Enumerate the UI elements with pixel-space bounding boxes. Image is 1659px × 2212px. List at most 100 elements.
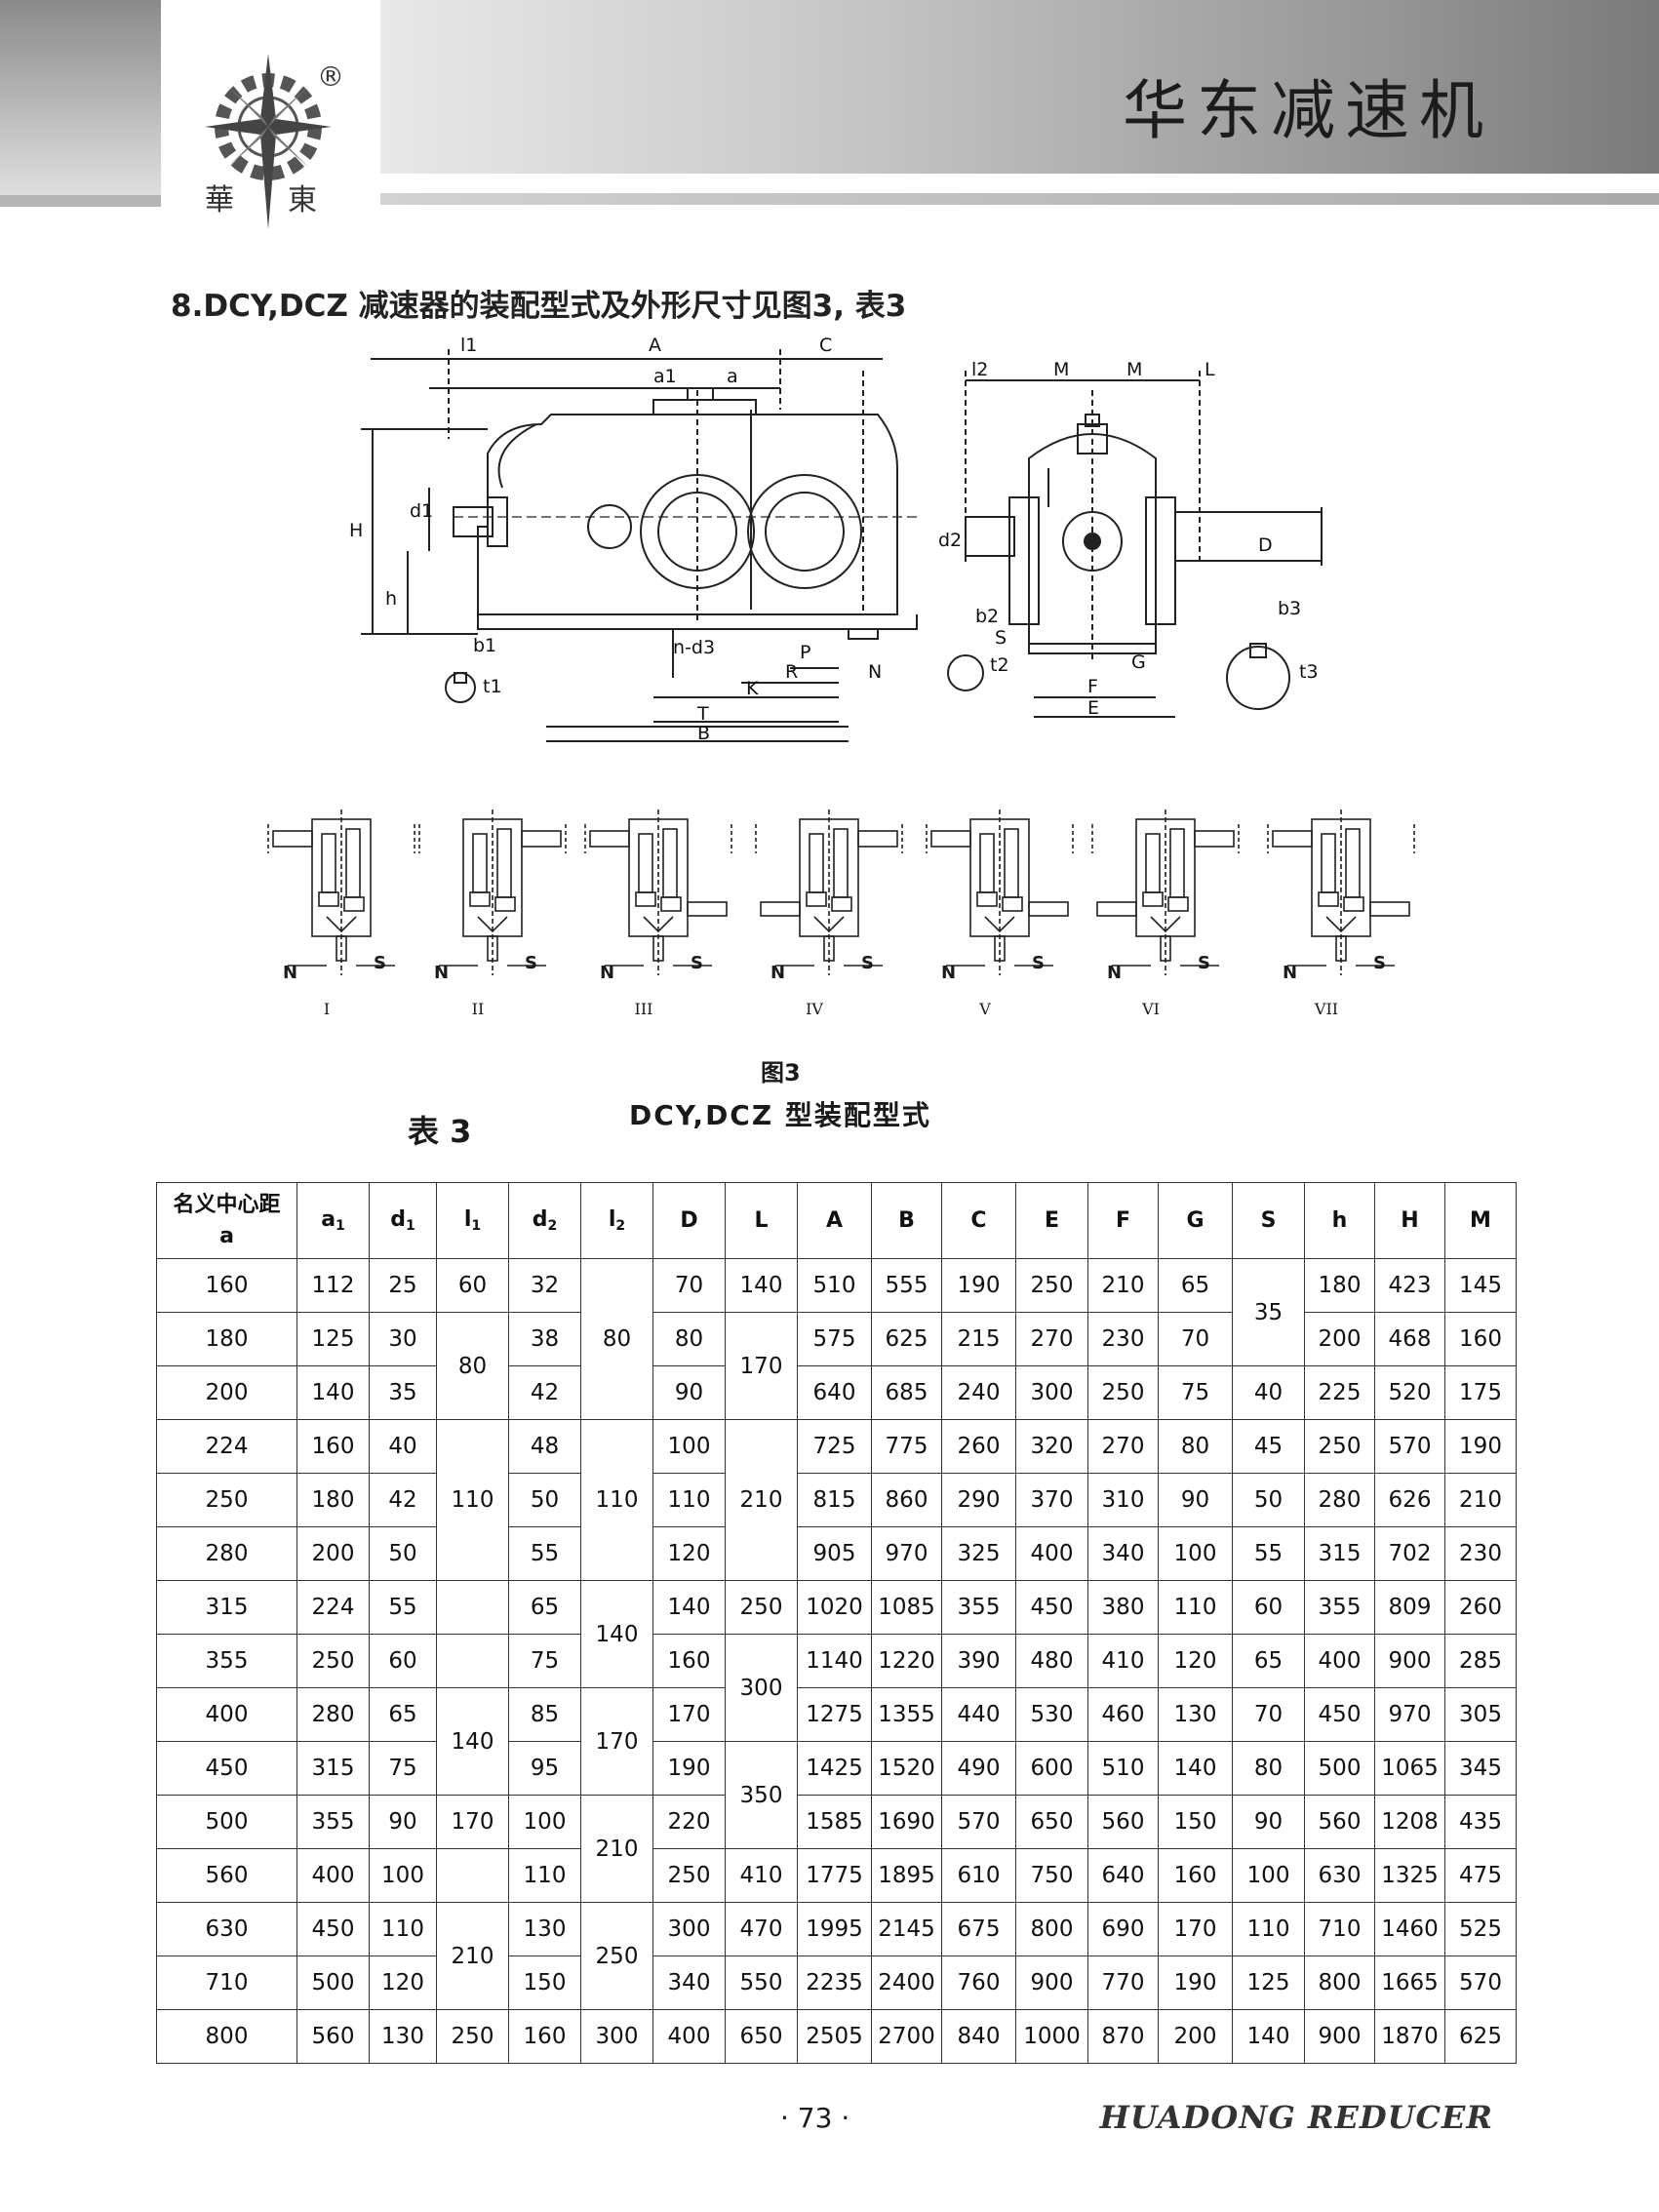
cell-h: 560 [1304, 1795, 1375, 1849]
cell-G: 65 [1158, 1258, 1233, 1313]
cell-d1: 130 [369, 2009, 437, 2064]
cell-S: 125 [1232, 1955, 1305, 2010]
cell-S: 45 [1232, 1419, 1305, 1474]
cell-B: 1355 [871, 1687, 942, 1742]
cell-G: 75 [1158, 1365, 1233, 1420]
assembly-diagram-icon [1091, 810, 1240, 975]
header-col-d2: d2 [508, 1182, 581, 1259]
figure-caption: 图3 [761, 1059, 801, 1086]
cell-a1: 250 [296, 1634, 370, 1688]
assembly-diagram-icon [1267, 810, 1415, 975]
cell-A: 2505 [797, 2009, 872, 2064]
cell-S: 65 [1232, 1634, 1305, 1688]
label-M-right: M [1126, 359, 1142, 380]
label-t1: t1 [483, 676, 502, 697]
cell-B: 625 [871, 1312, 942, 1366]
assembly-n-label: N [1283, 963, 1298, 983]
cell-E: 900 [1015, 1955, 1088, 2010]
assembly-s-label: S [861, 953, 874, 973]
assembly-s-label: S [1032, 953, 1045, 973]
side-view-drawing: l2 M M L d2 D b2 S t2 G F E b3 t3 [938, 359, 1323, 719]
cell-a: 450 [156, 1741, 297, 1796]
assembly-numeral: VI [1142, 1000, 1160, 1018]
header-col-l2: l2 [580, 1182, 653, 1259]
cell-B: 2400 [871, 1955, 942, 2010]
cell-a: 224 [156, 1419, 297, 1474]
header-rule-right [380, 193, 1659, 205]
cell-a1: 140 [296, 1365, 370, 1420]
assembly-s-label: S [374, 953, 386, 973]
cell-D: 250 [652, 1848, 726, 1903]
cell-d1: 120 [369, 1955, 437, 2010]
cell-C: 675 [941, 1902, 1016, 1956]
cell-H: 1065 [1374, 1741, 1445, 1796]
cell-l1: 140 [436, 1687, 509, 1796]
label-l1: l1 [460, 335, 477, 356]
cell-a: 160 [156, 1258, 297, 1313]
footer-brand: HUADONG REDUCER [1099, 2099, 1493, 2136]
cell-E: 600 [1015, 1741, 1088, 1796]
cell-H: 468 [1374, 1312, 1445, 1366]
cell-C: 390 [941, 1634, 1016, 1688]
cell-F: 640 [1087, 1848, 1159, 1903]
cell-H: 809 [1374, 1580, 1445, 1635]
cell-B: 970 [871, 1526, 942, 1581]
cell-a1: 160 [296, 1419, 370, 1474]
cell-E: 300 [1015, 1365, 1088, 1420]
cell-D: 120 [652, 1526, 726, 1581]
header-col-h: h [1304, 1182, 1375, 1259]
cell-a: 315 [156, 1580, 297, 1635]
cell-D: 400 [652, 2009, 726, 2064]
cell-M: 305 [1444, 1687, 1517, 1742]
cell-h: 315 [1304, 1526, 1375, 1581]
label-M-left: M [1053, 359, 1069, 380]
cell-S: 50 [1232, 1473, 1305, 1527]
cell-D: 340 [652, 1955, 726, 2010]
cell-F: 870 [1087, 2009, 1159, 2064]
cell-C: 325 [941, 1526, 1016, 1581]
cell-L: 550 [725, 1955, 798, 2010]
cell-B: 1895 [871, 1848, 942, 1903]
cell-l1 [436, 1580, 509, 1635]
cell-A: 1020 [797, 1580, 872, 1635]
assembly-diagram-icon [418, 810, 567, 975]
cell-a1: 224 [296, 1580, 370, 1635]
header-subscript: 1 [406, 1218, 415, 1234]
cell-d2: 42 [508, 1365, 581, 1420]
header-subscript: 2 [615, 1218, 626, 1234]
cell-l1 [436, 1634, 509, 1688]
assembly-n-label: N [941, 963, 957, 983]
cell-l1: 60 [436, 1258, 509, 1313]
cell-a: 710 [156, 1955, 297, 2010]
assembly-diagram-icon [584, 810, 732, 975]
cell-F: 380 [1087, 1580, 1159, 1635]
cell-L: 300 [725, 1634, 798, 1742]
cell-B: 1220 [871, 1634, 942, 1688]
cell-G: 160 [1158, 1848, 1233, 1903]
label-H: H [349, 520, 363, 541]
header-rule-left [0, 195, 161, 207]
cell-A: 2235 [797, 1955, 872, 2010]
cell-d1: 100 [369, 1848, 437, 1903]
header-col-d1: d1 [369, 1182, 437, 1259]
company-logo-icon: ® [205, 54, 344, 229]
cell-M: 475 [1444, 1848, 1517, 1903]
cell-D: 140 [652, 1580, 726, 1635]
assembly-n-label: N [600, 963, 615, 983]
label-t3: t3 [1299, 661, 1319, 683]
cell-H: 520 [1374, 1365, 1445, 1420]
cell-M: 260 [1444, 1580, 1517, 1635]
header-subscript: 1 [471, 1218, 482, 1234]
assembly-diagram-icon [755, 810, 903, 975]
cell-M: 525 [1444, 1902, 1517, 1956]
label-d1: d1 [410, 500, 433, 522]
header-col-G: G [1158, 1182, 1233, 1259]
cell-A: 1585 [797, 1795, 872, 1849]
